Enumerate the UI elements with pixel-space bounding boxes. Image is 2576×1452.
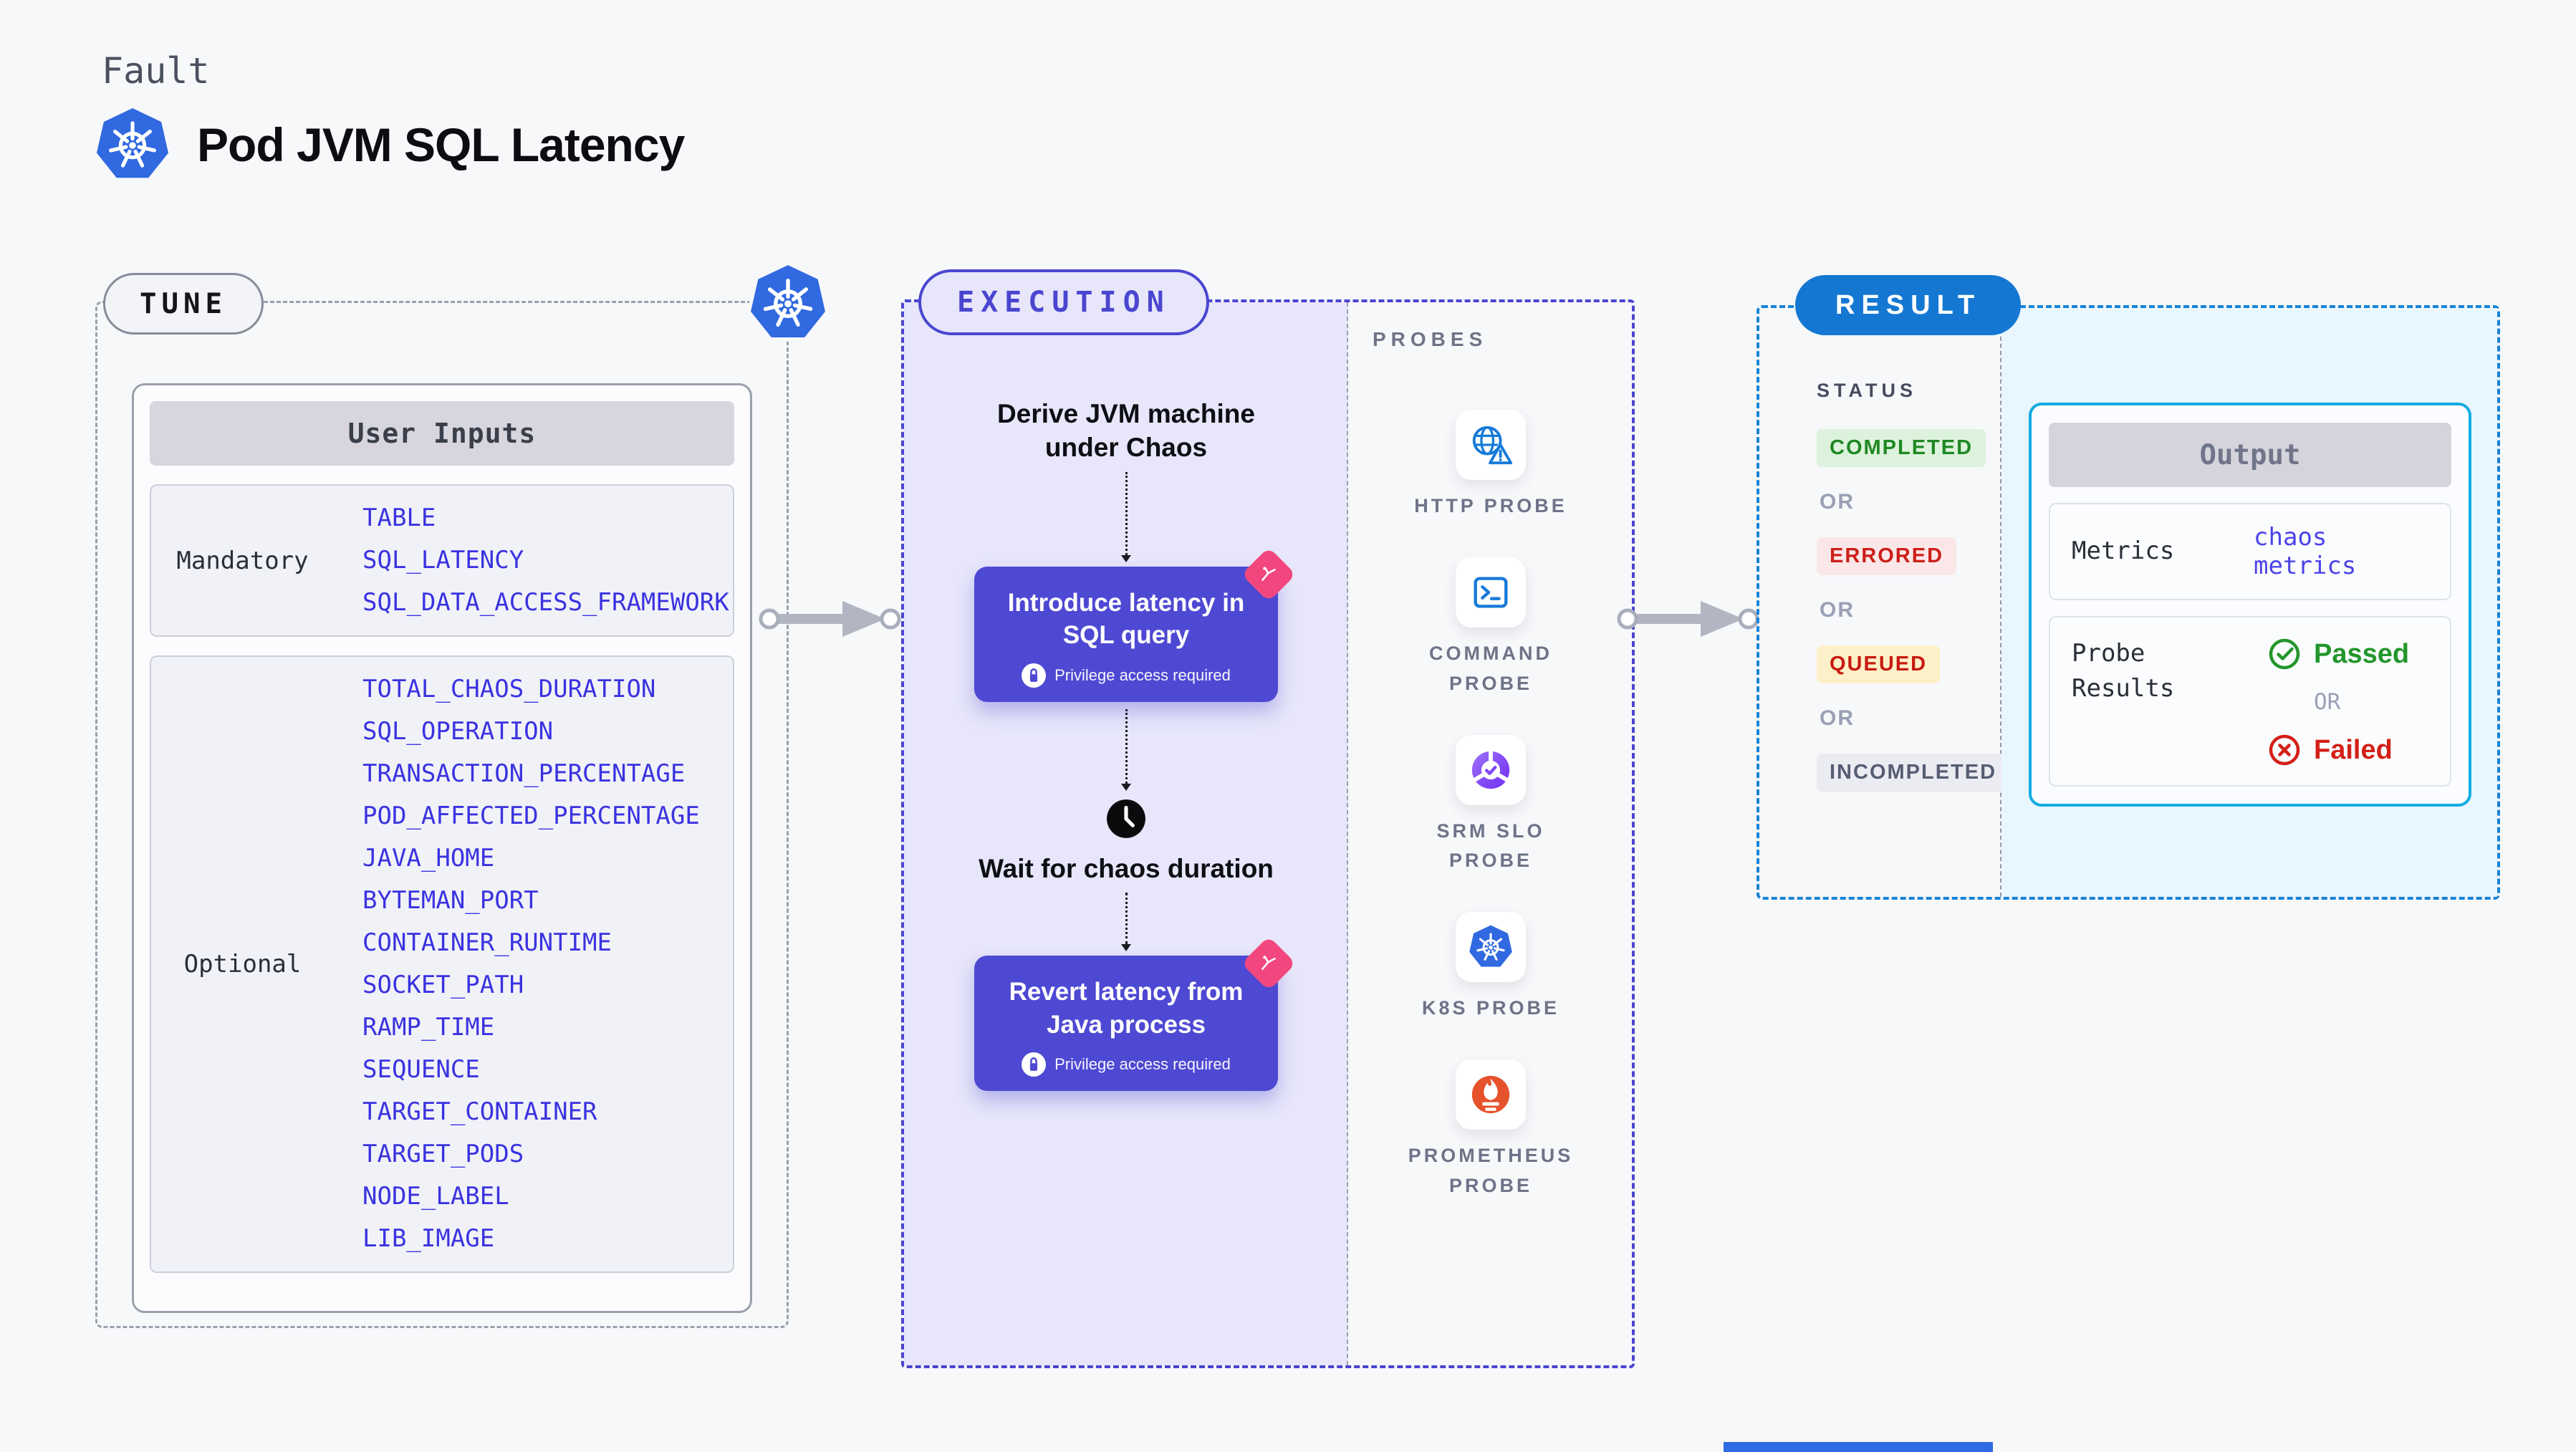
chaos-icon bbox=[1241, 547, 1297, 602]
execution-panel: EXECUTION Derive JVM machine under Chaos bbox=[901, 269, 1635, 1368]
flow-connector bbox=[1121, 893, 1131, 952]
param: NODE_LABEL bbox=[362, 1182, 509, 1211]
result-pill-label: RESULT bbox=[1795, 275, 2022, 335]
kubernetes-icon bbox=[749, 264, 827, 342]
param: SOCKET_PATH bbox=[362, 971, 524, 999]
terminal-icon bbox=[1456, 557, 1526, 628]
fault-kicker: Fault bbox=[102, 50, 210, 92]
arrow-tune-to-execution bbox=[759, 601, 901, 637]
execution-pill-label: EXECUTION bbox=[918, 269, 1209, 335]
result-panel: RESULT STATUS COMPLETED OR ERRORED OR QU… bbox=[1756, 275, 2500, 900]
param: SQL_LATENCY bbox=[362, 546, 524, 574]
prometheus-icon bbox=[1456, 1059, 1526, 1130]
step-revert-text: Revert latency from Java process bbox=[1009, 978, 1244, 1039]
user-inputs-header: User Inputs bbox=[150, 401, 734, 466]
or-label: OR bbox=[2314, 689, 2341, 715]
status-badge-queued: QUEUED bbox=[1817, 645, 1941, 683]
param: TRANSACTION_PERCENTAGE bbox=[362, 759, 686, 788]
title-row: Pod JVM SQL Latency bbox=[95, 107, 685, 182]
param: SQL_OPERATION bbox=[362, 717, 554, 746]
metrics-value: chaos metrics bbox=[2254, 523, 2357, 580]
or-label: OR bbox=[1820, 706, 1855, 730]
probe-results-values: Passed OR Failed bbox=[2268, 636, 2409, 766]
status-badge-errored: ERRORED bbox=[1817, 537, 1957, 575]
metrics-label: Metrics bbox=[2072, 537, 2175, 566]
x-circle-icon bbox=[2269, 734, 2300, 766]
privilege-note: Privilege access required bbox=[991, 1052, 1261, 1077]
clipped-bottom-element bbox=[1724, 1442, 1993, 1452]
output-zone: Output Metrics chaos metrics Probe Resul… bbox=[2001, 308, 2497, 897]
param: JAVA_HOME bbox=[362, 844, 495, 872]
optional-params: TOTAL_CHAOS_DURATION SQL_OPERATION TRANS… bbox=[334, 668, 733, 1260]
metrics-row: Metrics chaos metrics bbox=[2049, 503, 2451, 600]
step-introduce-card: Introduce latency in SQL query Privilege… bbox=[974, 547, 1297, 702]
param: LIB_IMAGE bbox=[362, 1224, 495, 1253]
kubernetes-icon bbox=[95, 107, 170, 182]
slo-check-icon bbox=[1456, 734, 1526, 805]
execution-flow: Derive JVM machine under Chaos Intro bbox=[904, 302, 1348, 1092]
param: RAMP_TIME bbox=[362, 1013, 495, 1042]
user-inputs-card: User Inputs Mandatory TABLE SQL_LATENCY … bbox=[132, 383, 752, 1313]
tune-pill-label: TUNE bbox=[103, 273, 264, 335]
optional-group: Optional TOTAL_CHAOS_DURATION SQL_OPERAT… bbox=[150, 655, 734, 1273]
step-introduce-text: Introduce latency in SQL query bbox=[1007, 588, 1245, 650]
probes-panel: PROBES HTTP PROBE bbox=[1350, 302, 1632, 1365]
step-revert-card: Revert latency from Java process Privile… bbox=[974, 936, 1297, 1092]
probe-results-row: Probe Results Passed OR bbox=[2049, 616, 2451, 787]
output-header: Output bbox=[2049, 423, 2451, 487]
passed-row: Passed bbox=[2268, 638, 2409, 670]
globe-alert-icon bbox=[1456, 410, 1526, 480]
lock-icon bbox=[1022, 1052, 1047, 1077]
output-card: Output Metrics chaos metrics Probe Resul… bbox=[2029, 403, 2471, 807]
tune-panel: TUNE User Inputs Manda bbox=[95, 264, 827, 1328]
privilege-note: Privilege access required bbox=[991, 663, 1261, 688]
param: TOTAL_CHAOS_DURATION bbox=[362, 675, 656, 703]
or-label: OR bbox=[1820, 490, 1855, 514]
probe-results-label: Probe Results bbox=[2072, 639, 2175, 703]
param: TABLE bbox=[362, 504, 436, 532]
step-wait: Wait for chaos duration bbox=[979, 853, 1274, 883]
lock-icon bbox=[1022, 663, 1047, 688]
mandatory-params: TABLE SQL_LATENCY SQL_DATA_ACCESS_FRAMEW… bbox=[334, 497, 733, 624]
page-title: Pod JVM SQL Latency bbox=[197, 118, 685, 171]
probe-item-http: HTTP PROBE bbox=[1414, 410, 1567, 521]
param: TARGET_CONTAINER bbox=[362, 1097, 597, 1126]
probe-item-k8s: K8S PROBE bbox=[1422, 912, 1559, 1024]
failed-row: Failed bbox=[2268, 734, 2409, 766]
mandatory-group: Mandatory TABLE SQL_LATENCY SQL_DATA_ACC… bbox=[150, 484, 734, 637]
flow-connector bbox=[1121, 471, 1131, 562]
or-label: OR bbox=[1820, 598, 1855, 622]
flow-connector bbox=[1121, 708, 1131, 791]
probe-item-prometheus: PROMETHEUS PROBE bbox=[1398, 1059, 1584, 1201]
optional-label: Optional bbox=[183, 950, 302, 979]
step-derive: Derive JVM machine under Chaos bbox=[997, 399, 1255, 463]
status-column: STATUS COMPLETED OR ERRORED OR QUEUED OR… bbox=[1759, 308, 2010, 897]
mandatory-label: Mandatory bbox=[176, 546, 309, 575]
check-circle-icon bbox=[2269, 638, 2300, 670]
param: BYTEMAN_PORT bbox=[362, 886, 539, 915]
probes-label: PROBES bbox=[1373, 328, 1488, 350]
status-title: STATUS bbox=[1817, 380, 1917, 401]
param: SQL_DATA_ACCESS_FRAMEWORK bbox=[362, 588, 729, 617]
param: POD_AFFECTED_PERCENTAGE bbox=[362, 802, 700, 830]
param: TARGET_PODS bbox=[362, 1140, 524, 1168]
probe-item-command: COMMAND PROBE bbox=[1398, 557, 1584, 699]
status-badge-completed: COMPLETED bbox=[1817, 429, 1986, 467]
param: SEQUENCE bbox=[362, 1055, 480, 1084]
status-badge-incompleted: INCOMPLETED bbox=[1817, 754, 2010, 792]
clock-icon bbox=[1105, 798, 1147, 843]
kubernetes-icon bbox=[1455, 912, 1526, 983]
arrow-execution-to-result bbox=[1617, 601, 1759, 637]
param: CONTAINER_RUNTIME bbox=[362, 928, 612, 957]
chaos-icon bbox=[1241, 936, 1297, 991]
probe-item-srm-slo: SRM SLO PROBE bbox=[1398, 734, 1584, 877]
